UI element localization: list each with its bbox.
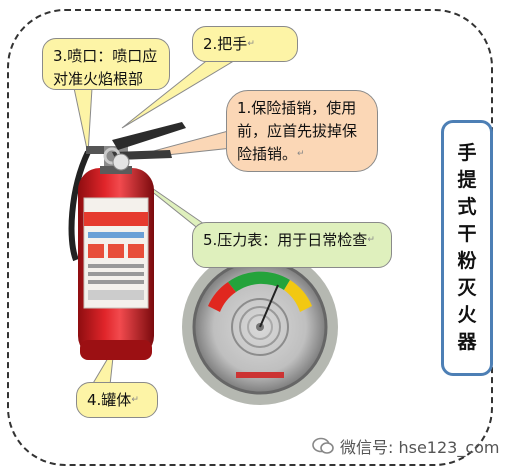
nozzle-callout: 3.喷口：喷口应对准火焰根部 [42, 38, 170, 90]
nozzle-callout-pointer [73, 87, 93, 155]
paragraph-mark: ↵ [367, 235, 375, 245]
fire-extinguisher [68, 122, 186, 360]
pin-callout: 1.保险插销，使用前，应首先拔掉保险插销。↵ [226, 90, 378, 172]
handle-callout-text: 2.把手 [203, 35, 248, 53]
watermark-text: 微信号: hse123_com [340, 438, 500, 457]
paragraph-mark: ↵ [247, 39, 255, 49]
wechat-icon [312, 437, 334, 454]
title-char: 干 [457, 223, 477, 245]
title-char: 器 [457, 331, 477, 353]
body-callout: 4.罐体↵ [76, 382, 158, 418]
watermark: 微信号: hse123_com [312, 434, 500, 458]
gauge-closeup [182, 249, 338, 405]
title-char: 粉 [457, 250, 477, 272]
title-char: 手 [457, 142, 477, 164]
title-char: 火 [457, 304, 477, 326]
paragraph-mark: ↵ [297, 149, 305, 159]
handle-callout: 2.把手↵ [192, 26, 298, 62]
pin-callout-text: 1.保险插销，使用前，应首先拔掉保险插销。 [237, 99, 358, 163]
handle-lever [112, 122, 186, 150]
gauge-callout: 5.压力表：用于日常检查↵ [192, 222, 392, 268]
paragraph-mark: ↵ [131, 395, 139, 405]
small-pressure-gauge [112, 153, 130, 171]
title-char: 式 [457, 196, 477, 218]
title-vertical-box: 手 提 式 干 粉 灭 火 器 [441, 120, 493, 376]
title-char: 提 [457, 169, 477, 191]
body-callout-text: 4.罐体 [87, 391, 132, 409]
gauge-callout-text: 5.压力表：用于日常检查 [203, 231, 368, 249]
title-char: 灭 [457, 277, 477, 299]
nozzle-callout-text: 3.喷口：喷口应对准火焰根部 [53, 47, 158, 88]
